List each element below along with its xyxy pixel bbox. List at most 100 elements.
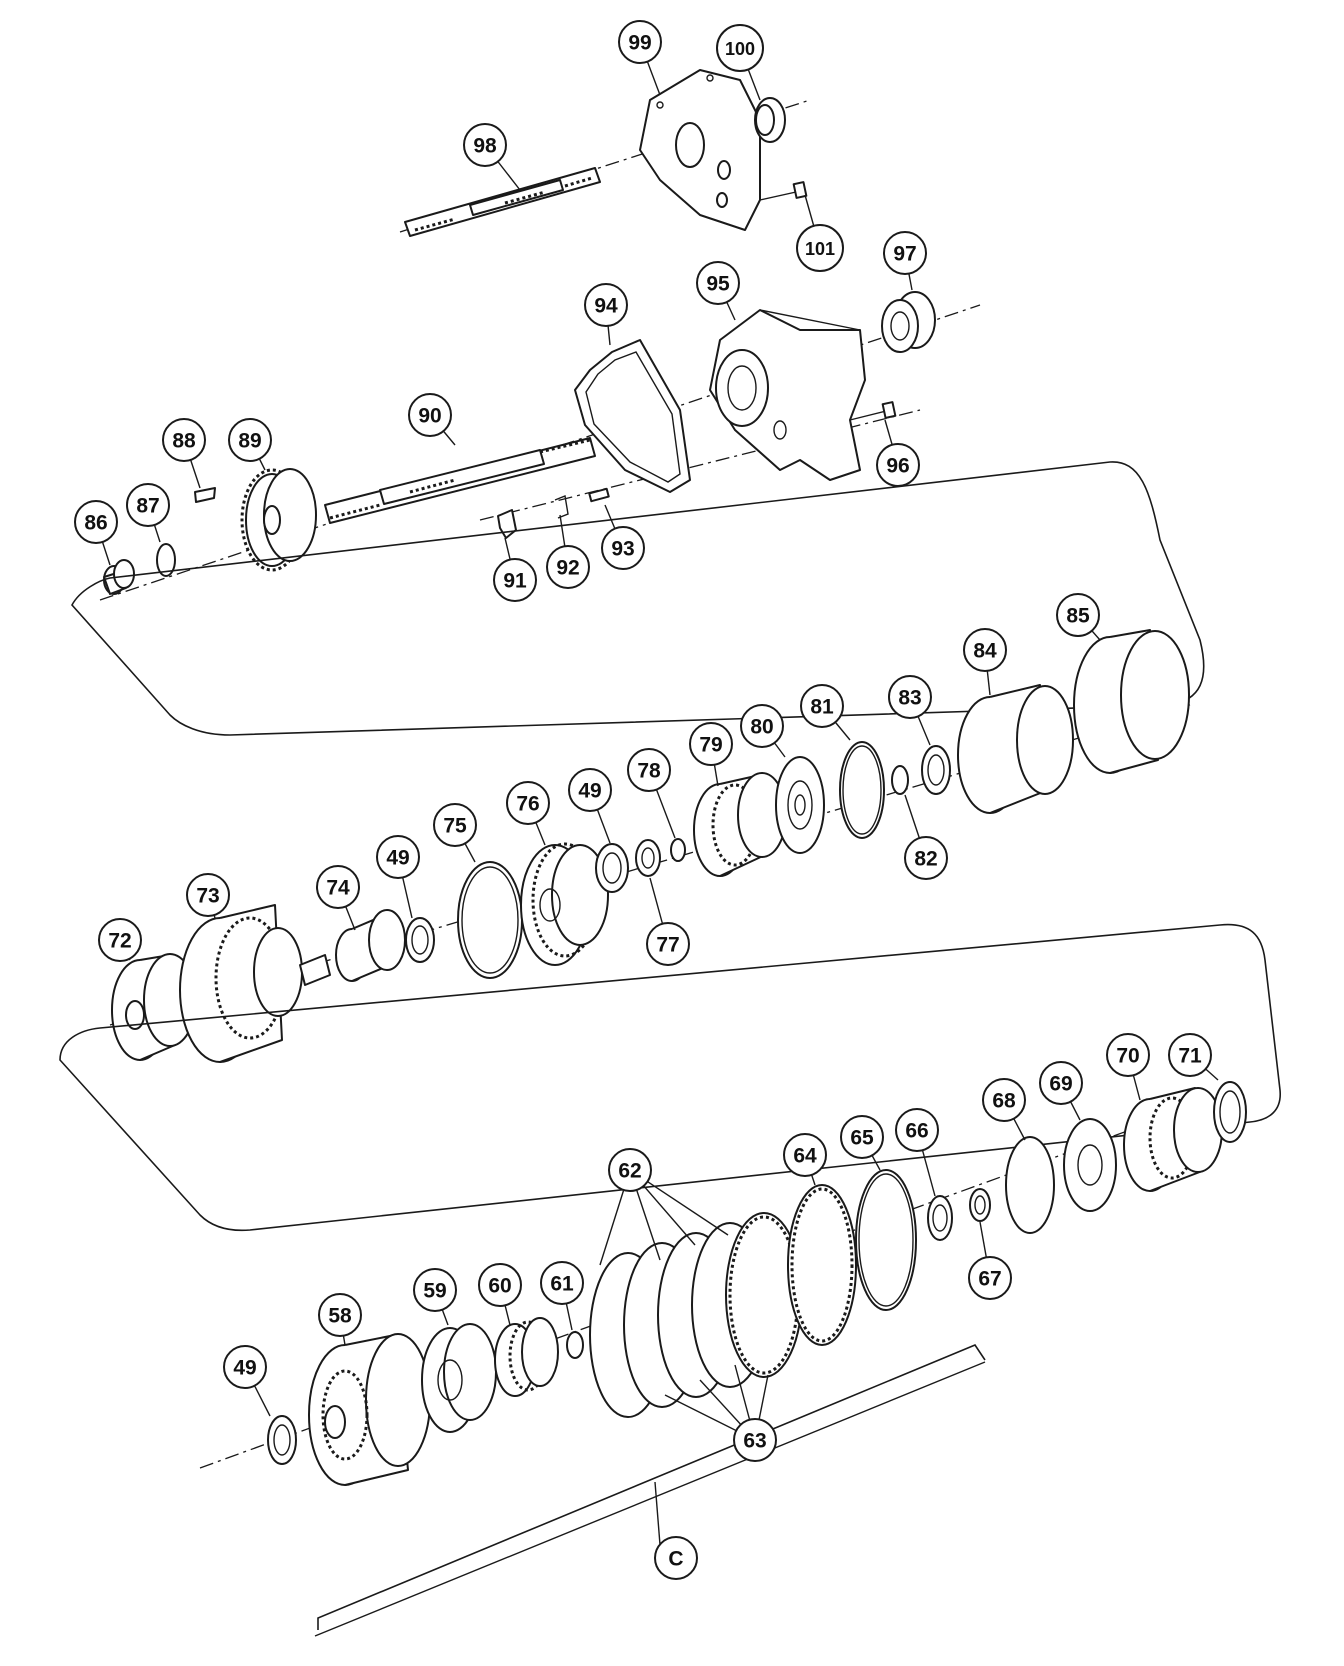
washer-87 [156, 543, 176, 577]
row-clutch-pack [199, 1081, 1247, 1486]
callout-circle [98, 918, 142, 962]
ring-61 [566, 1331, 584, 1359]
callout-circle [408, 393, 452, 437]
callout-circle [1056, 593, 1100, 637]
callout-c96: 96 [876, 443, 920, 487]
washer-71 [1213, 1081, 1247, 1143]
snap-ring-81 [839, 741, 885, 839]
snap-ring-68 [1005, 1136, 1055, 1234]
callout-label: 90 [418, 405, 441, 428]
callout-c93: 93 [601, 526, 645, 570]
callout-circle [716, 24, 764, 72]
callout-circle [540, 1261, 584, 1305]
callout-label: 70 [1116, 1045, 1139, 1068]
callout-c99: 99 [618, 20, 662, 64]
row-planetary [109, 629, 1191, 1063]
spring-92 [554, 495, 569, 519]
callout-c83: 83 [888, 675, 932, 719]
callout-circle [982, 1078, 1026, 1122]
callout-label: 82 [914, 848, 937, 871]
callout-circle [1039, 1061, 1083, 1105]
callout-circle [546, 545, 590, 589]
callout-circle [228, 418, 272, 462]
callout-label: 81 [810, 696, 834, 719]
callout-c49c: 49 [223, 1345, 267, 1389]
callout-circle [413, 1268, 457, 1312]
ring-82 [891, 765, 909, 795]
callout-cC: C [654, 1536, 698, 1580]
callout-label: 87 [136, 495, 159, 518]
callout-c61: 61 [540, 1261, 584, 1305]
callout-circle [162, 418, 206, 462]
callout-circle [463, 123, 507, 167]
callout-c49a: 49 [568, 768, 612, 812]
callout-label: 95 [706, 273, 730, 296]
callout-label: 88 [172, 430, 196, 453]
callout-c87: 87 [126, 483, 170, 527]
callout-c94: 94 [584, 283, 628, 327]
callout-circle [618, 20, 662, 64]
callout-label: 73 [196, 885, 219, 908]
callout-c101: 101 [796, 224, 844, 272]
bolt-101 [759, 181, 808, 201]
key-88 [194, 487, 216, 503]
callout-label: 67 [978, 1268, 1001, 1291]
callout-c75: 75 [433, 803, 477, 847]
callout-label: 49 [386, 847, 409, 870]
callout-circle [223, 1345, 267, 1389]
callout-c84: 84 [963, 628, 1007, 672]
callout-c78: 78 [627, 748, 671, 792]
callout-label: 89 [238, 430, 261, 453]
callout-c80: 80 [740, 704, 784, 748]
callout-label: 97 [893, 243, 916, 266]
callout-c67: 67 [968, 1256, 1012, 1300]
callout-label: 96 [886, 455, 909, 478]
callout-circle [186, 873, 230, 917]
drum-84 [957, 684, 1074, 814]
callout-label: 101 [805, 239, 835, 259]
callout-label: 92 [556, 557, 579, 580]
callout-c100: 100 [716, 24, 764, 72]
callout-circle [627, 748, 671, 792]
ring-gear-79 [693, 772, 787, 877]
plate-64 [787, 1184, 857, 1346]
callout-label: 76 [516, 793, 539, 816]
carrier-72 [111, 953, 197, 1061]
extension-cover-99 [639, 69, 761, 231]
callout-label: 71 [1178, 1045, 1202, 1068]
callout-c49b: 49 [376, 835, 420, 879]
callout-c69: 69 [1039, 1061, 1083, 1105]
axis-line-row2b [479, 409, 921, 521]
bearing-86 [103, 559, 135, 595]
callout-c62: 62 [608, 1148, 652, 1192]
callout-c60: 60 [478, 1263, 522, 1307]
callout-c59: 59 [413, 1268, 457, 1312]
callout-circle [316, 865, 360, 909]
callout-label: 62 [618, 1160, 641, 1183]
intermediate-shaft-90 [324, 437, 596, 524]
group-outline-lower [59, 923, 1281, 1232]
callout-label: 74 [326, 877, 350, 900]
extension-housing-95 [709, 309, 866, 481]
callout-circle [963, 628, 1007, 672]
callout-c58: 58 [318, 1293, 362, 1337]
callout-circle [126, 483, 170, 527]
ring-gear-70 [1123, 1087, 1223, 1192]
callout-circle [800, 684, 844, 728]
callout-label: 85 [1066, 605, 1090, 628]
hub-80 [775, 756, 825, 854]
callout-label: 93 [611, 538, 634, 561]
callout-c97: 97 [883, 231, 927, 275]
callout-circle [601, 526, 645, 570]
callout-c64: 64 [783, 1133, 827, 1177]
callout-circle [895, 1108, 939, 1152]
callout-circle [646, 922, 690, 966]
callout-circle [876, 443, 920, 487]
callout-c76: 76 [506, 781, 550, 825]
output-shaft-98 [404, 167, 601, 237]
row-output-shaft [399, 69, 811, 237]
callout-circle [584, 283, 628, 327]
callout-c95: 95 [696, 261, 740, 305]
